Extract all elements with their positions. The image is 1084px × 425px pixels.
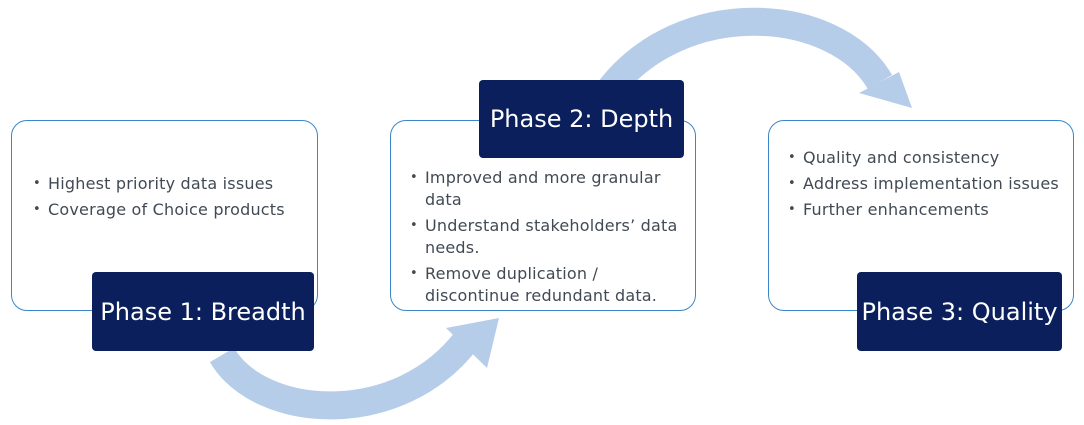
phase-3-bullets: Quality and consistency Address implemen… <box>788 147 1068 221</box>
phase-2-title: Phase 2: Depth <box>479 80 684 158</box>
bullet-item: Remove duplication / discontinue redunda… <box>410 263 690 307</box>
bullet-item: Further enhancements <box>788 199 1068 221</box>
bullet-item: Quality and consistency <box>788 147 1068 169</box>
phase-3-title: Phase 3: Quality <box>857 272 1062 351</box>
bullet-item: Address implementation issues <box>788 173 1068 195</box>
bullet-item: Understand stakeholders’ data needs. <box>410 215 690 259</box>
phase-1-bullets: Highest priority data issues Coverage of… <box>33 173 313 221</box>
curved-arrow-icon <box>209 318 499 420</box>
curved-arrow-icon <box>596 7 912 108</box>
phase-1-title: Phase 1: Breadth <box>92 272 314 351</box>
bullet-item: Coverage of Choice products <box>33 199 313 221</box>
phase-2-bullets: Improved and more granular data Understa… <box>410 167 690 307</box>
bullet-item: Improved and more granular data <box>410 167 690 211</box>
bullet-item: Highest priority data issues <box>33 173 313 195</box>
